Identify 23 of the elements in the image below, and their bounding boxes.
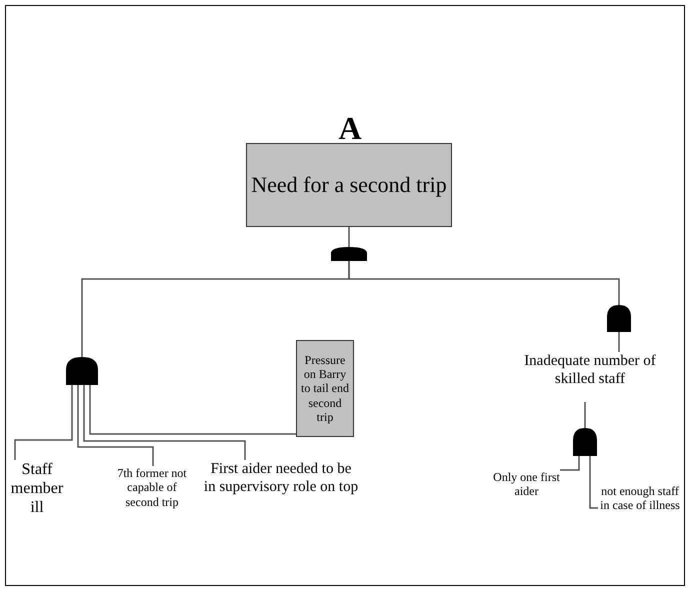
event-label: Only one first aider (493, 470, 560, 510)
event-label: First aider needed to be in supervisory role on top (203, 460, 359, 530)
and-gate-symbol (66, 357, 98, 385)
connector-line (618, 332, 620, 352)
connector-line (560, 456, 580, 471)
connector-line (348, 227, 350, 247)
event-box: Need for a second trip (246, 143, 452, 227)
and-gate-symbol (607, 305, 631, 332)
event-label: Staff member ill (10, 460, 64, 532)
connector-line (14, 385, 73, 460)
diagram-title: A (337, 112, 363, 144)
event-label: not enough staff in case of illness (598, 484, 682, 544)
event-label: Inadequate number of skilled staff (520, 352, 660, 402)
and-gate-symbol (573, 428, 597, 456)
event-label: 7th former not capable of second trip (110, 466, 194, 551)
and-gate-symbol (331, 247, 367, 261)
connector-line (584, 402, 586, 428)
connector-line (77, 385, 154, 466)
connector-line (348, 261, 620, 305)
connector-line (83, 385, 246, 460)
event-box: Pressure on Barry to tail end second trip (296, 340, 354, 437)
connector-line (589, 456, 598, 509)
connector-line (89, 385, 296, 435)
